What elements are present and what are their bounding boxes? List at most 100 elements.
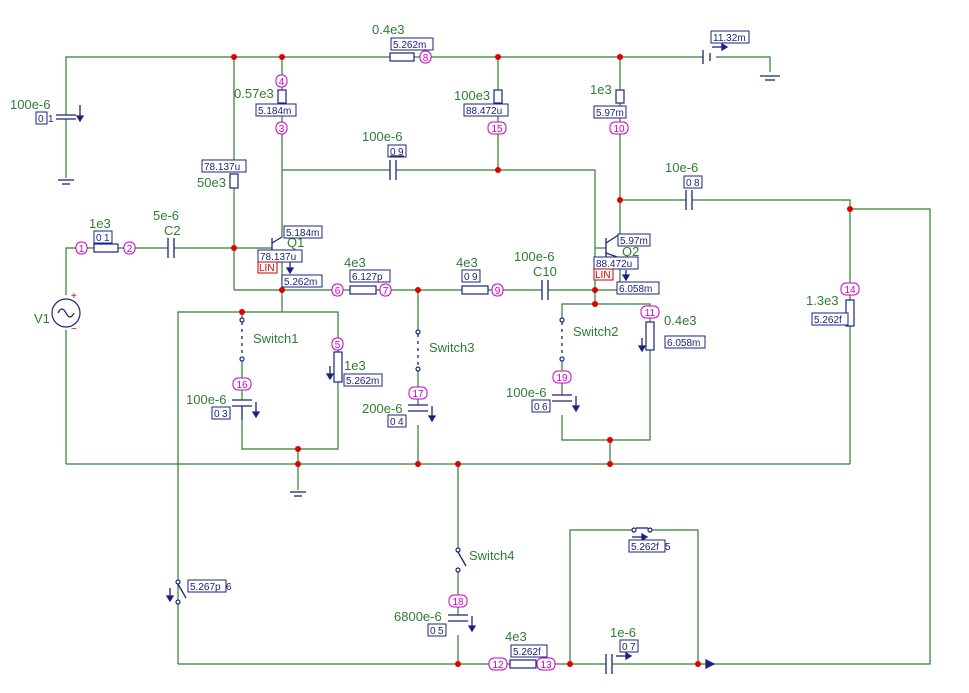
capacitor-value: 100e-6 <box>514 249 554 264</box>
resistor-r50[interactable]: 78.137u 50e3 <box>197 159 247 190</box>
capacitor-c4[interactable]: 17 200e-6 0 4 <box>362 386 437 428</box>
resistor-r11[interactable]: 11 0.4e3 6.058m <box>637 305 706 353</box>
node-label: 14 <box>844 285 856 296</box>
resistor-r4[interactable]: 4 0.57e3 5.184m 3 <box>234 74 297 135</box>
capacitor-c2[interactable]: 5e-6 C2 <box>153 208 181 258</box>
capacitor-index: 7 <box>630 642 636 653</box>
resistor-value: 1e3 <box>89 216 111 231</box>
junction-dot <box>695 661 701 667</box>
capacitor-value: 5e-6 <box>153 208 179 223</box>
emitter-current: 5.262m <box>284 277 317 288</box>
resistor-value: 1e3 <box>344 358 366 373</box>
probe-label: 0 <box>686 178 692 189</box>
junction-dot <box>279 54 285 60</box>
capacitor-c3[interactable]: 16 100e-6 0 3 <box>186 377 261 420</box>
node-label: 19 <box>556 373 568 384</box>
capacitor-index: 3 <box>222 409 228 420</box>
svg-text:−: − <box>71 324 77 335</box>
measurement-label: 5.184m <box>258 106 291 117</box>
measurement-label: 6.127p <box>352 272 383 283</box>
resistor-r10[interactable]: 1e3 5.97m 10 <box>590 82 629 135</box>
resistor-r6[interactable]: 6 4e3 6.127p 7 <box>331 255 392 297</box>
resistor-r15[interactable]: 100e3 88.472u 15 <box>454 88 509 135</box>
node-label: 15 <box>491 124 503 135</box>
switch-index: 6 <box>226 582 232 593</box>
junction-dot <box>495 54 501 60</box>
junction-dot <box>295 446 301 452</box>
switch4[interactable]: Switch4 <box>455 547 515 573</box>
junction-dots <box>231 54 853 667</box>
resistor-r12[interactable]: 12 4e3 5.262f 13 <box>488 629 556 671</box>
capacitor-c6[interactable]: 19 100e-6 0 6 <box>506 370 581 413</box>
junction-dot <box>239 309 245 315</box>
dc-source[interactable]: 11.32m <box>702 30 750 64</box>
transistor-q1[interactable]: Q1 5.184m 78.137u LIN 5.262m <box>257 225 323 288</box>
resistor-value: 0.57e3 <box>234 86 274 101</box>
measurement-label: 5.262f <box>513 647 541 658</box>
switch1[interactable]: Switch1 <box>239 317 299 362</box>
capacitor-value: 10e-6 <box>665 160 698 175</box>
capacitor-index: 6 <box>542 402 548 413</box>
node-label: 16 <box>236 380 248 391</box>
capacitor-index: 4 <box>398 417 404 428</box>
capacitor-value: 100e-6 <box>10 97 50 112</box>
capacitor-value: 100e-6 <box>186 392 226 407</box>
switch-name: Switch1 <box>253 331 299 346</box>
resistor-input[interactable]: 1 1e3 0 1 2 <box>75 216 136 255</box>
capacitor-index: 1 <box>48 114 54 125</box>
probe-label: 0 <box>96 233 102 244</box>
resistor-r5[interactable]: 5 1e3 5.262m <box>325 337 383 387</box>
capacitor-c8[interactable]: 10e-6 0 8 <box>665 160 703 210</box>
capacitor-left[interactable]: 100e-6 0 1 <box>10 97 85 125</box>
probe-label: 0 <box>390 147 396 158</box>
probe-label: 0 <box>622 642 628 653</box>
node-label: 12 <box>492 660 504 671</box>
measurement-label: 78.137u <box>204 162 240 173</box>
wires <box>65 56 931 665</box>
switch5[interactable]: 5.262f 5 <box>628 527 671 553</box>
capacitor-c7[interactable]: 1e-6 0 7 <box>605 625 639 674</box>
junction-dot <box>495 167 501 173</box>
resistor-top[interactable]: 0.4e3 5.262m 8 <box>372 22 434 64</box>
switch3[interactable]: Switch3 <box>415 329 475 372</box>
switch6[interactable]: 5.267p 6 <box>165 579 232 605</box>
capacitor-c10[interactable]: 100e-6 C10 <box>514 249 557 300</box>
node-label: 11 <box>645 308 656 319</box>
capacitor-index: 9 <box>398 147 404 158</box>
junction-dot <box>231 245 237 251</box>
resistor-r14[interactable]: 14 1.3e3 5.262f <box>806 282 860 327</box>
capacitor-c9[interactable]: 100e-6 0 9 <box>362 129 407 180</box>
measurement-label: 5.262f <box>631 542 659 553</box>
ground-icon <box>760 75 780 81</box>
measurement-label: 88.472u <box>466 106 502 117</box>
probe-label: 0 <box>38 114 44 125</box>
resistor-r9[interactable]: 4e3 0 9 9 <box>456 255 504 297</box>
probe-label: 0 <box>390 417 396 428</box>
node-label: 18 <box>452 597 464 608</box>
junction-dot <box>231 54 237 60</box>
resistor-value: 0.4e3 <box>664 313 697 328</box>
junction-dot <box>607 437 613 443</box>
ac-source-v1[interactable]: + − V1 <box>34 291 81 335</box>
node-label: 8 <box>423 53 429 64</box>
switch-name: Switch4 <box>469 548 515 563</box>
junction-dot <box>607 461 613 467</box>
junction-dot <box>279 287 285 293</box>
resistor-value: 4e3 <box>505 629 527 644</box>
resistor-value: 0.4e3 <box>372 22 405 37</box>
measurement-label: 5.267p <box>190 582 221 593</box>
switch2[interactable]: Switch2 <box>559 317 619 362</box>
node-label: 4 <box>279 77 285 88</box>
source-name: V1 <box>34 311 50 326</box>
capacitor-value: 100e-6 <box>362 129 402 144</box>
probe-label: 0 <box>464 272 470 283</box>
measurement-label: 5.262m <box>393 40 426 51</box>
junction-dot <box>567 661 573 667</box>
switch-name: Switch2 <box>573 324 619 339</box>
node-label: 7 <box>383 286 389 297</box>
capacitor-value: 6800e-6 <box>394 609 442 624</box>
capacitor-value: 200e-6 <box>362 401 402 416</box>
capacitor-c5[interactable]: 18 6800e-6 0 5 <box>394 594 477 637</box>
transistor-q2[interactable]: Q2 5.97m 88.472u LIN 6.058m <box>593 233 660 295</box>
capacitor-index: 9 <box>472 272 478 283</box>
